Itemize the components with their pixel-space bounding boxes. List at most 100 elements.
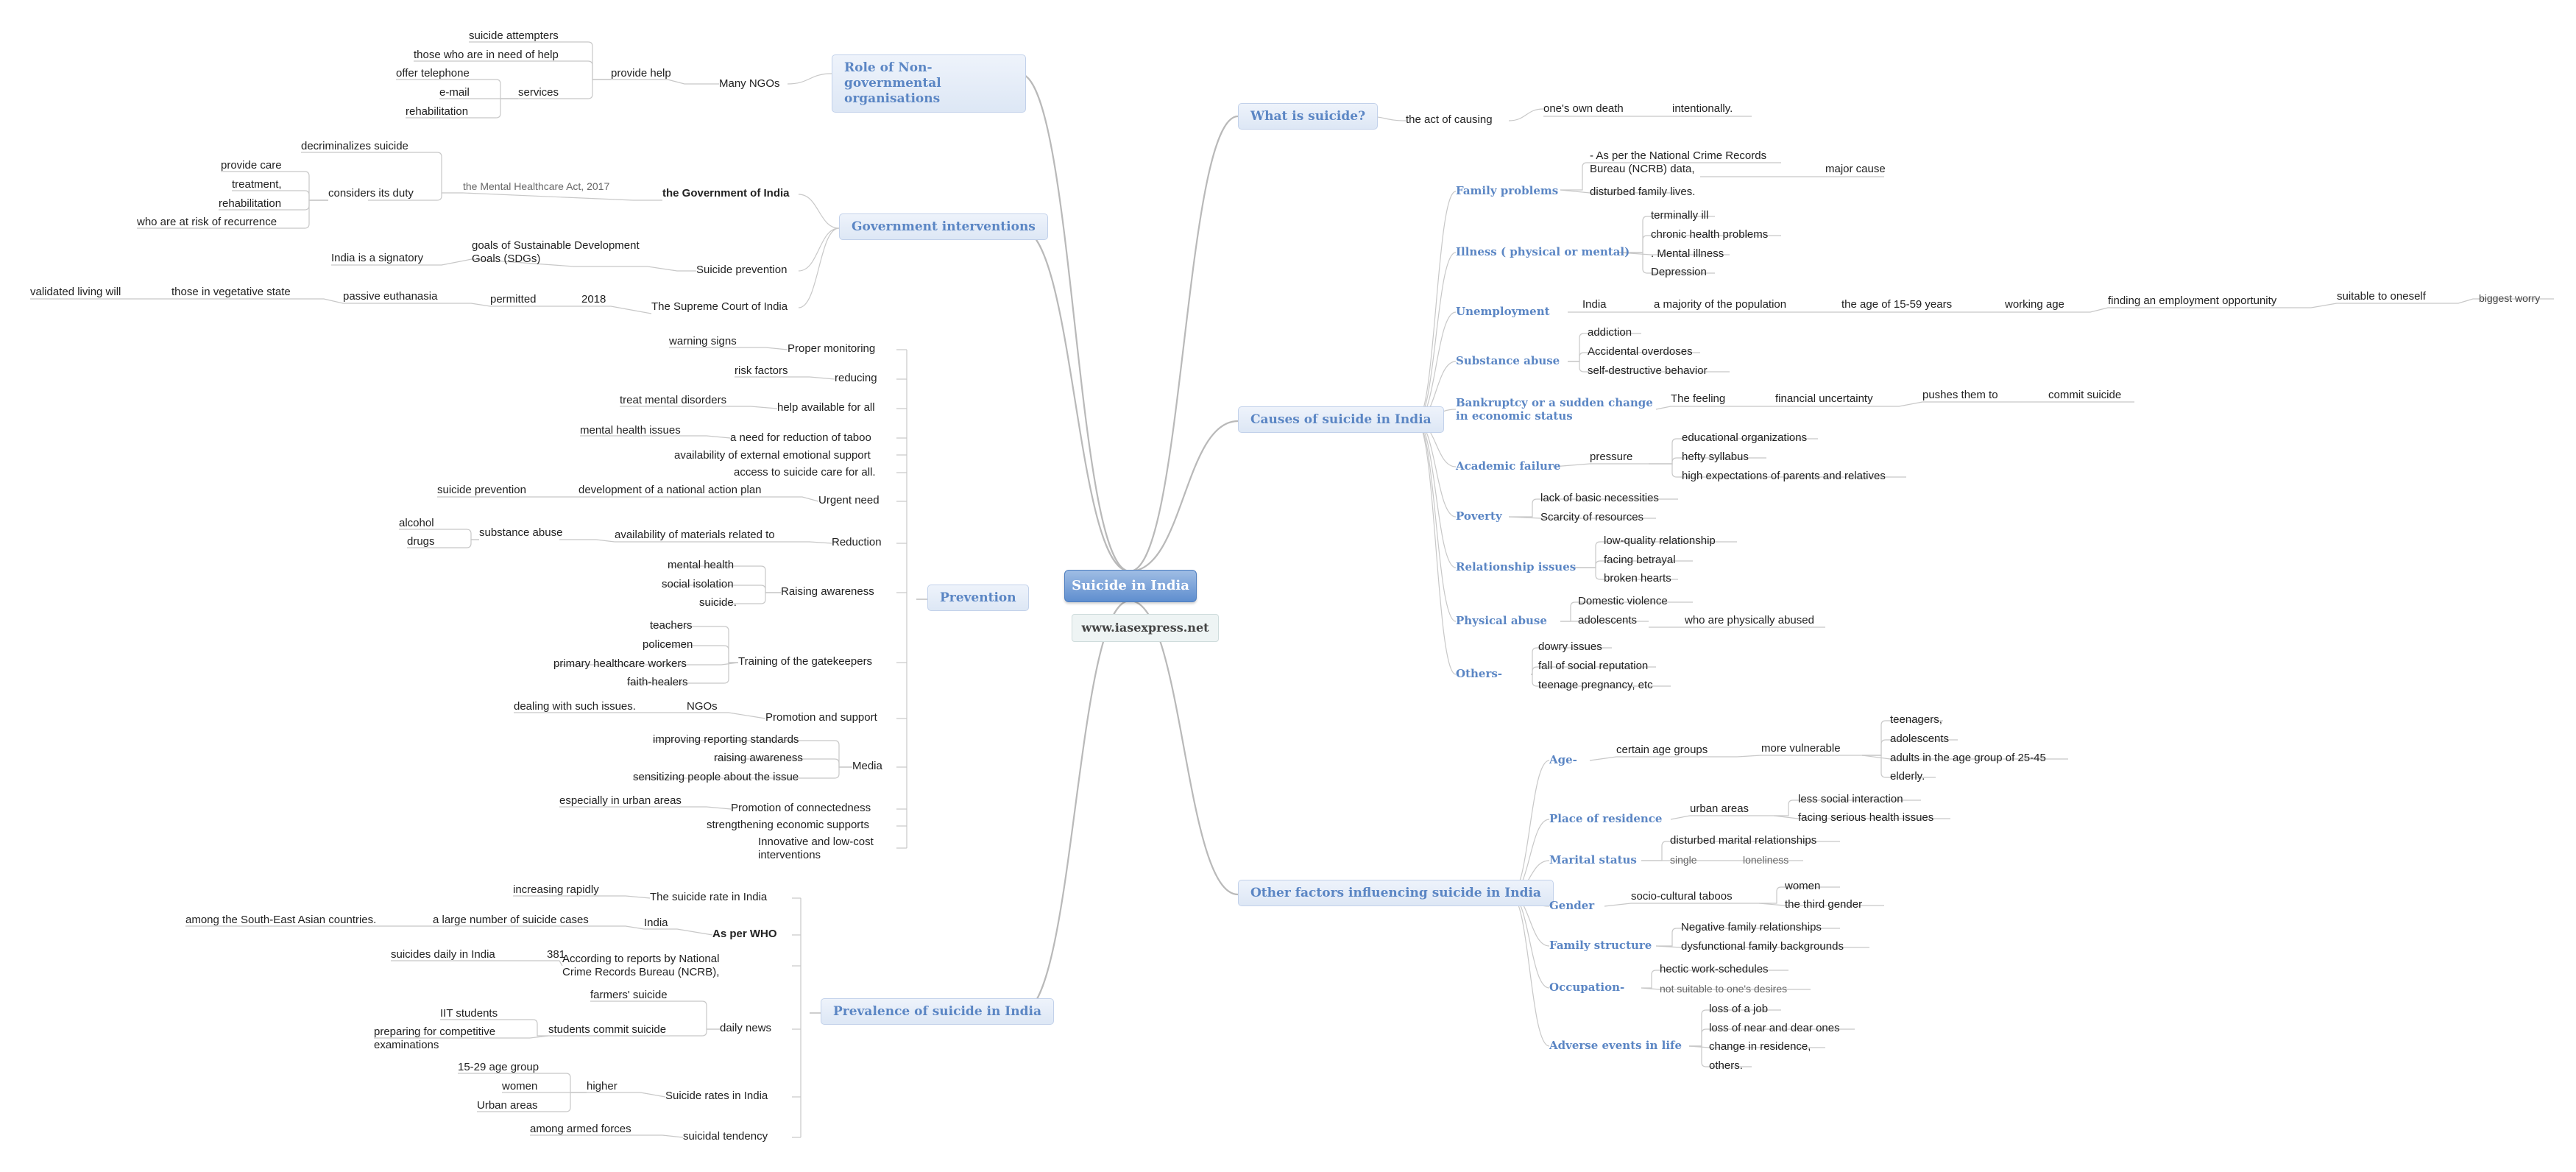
node[interactable]: examinations: [374, 1039, 439, 1051]
topic-what-is-suicide[interactable]: What is suicide?: [1238, 103, 1379, 130]
node[interactable]: pressure: [1590, 451, 1633, 463]
central-topic[interactable]: Suicide in India: [1064, 570, 1197, 602]
node[interactable]: higher: [587, 1080, 618, 1092]
node[interactable]: biggest worry: [2479, 292, 2541, 304]
node[interactable]: social isolation: [662, 578, 734, 590]
node[interactable]: mental health: [668, 559, 735, 571]
node[interactable]: low-quality relationship: [1604, 534, 1716, 547]
node[interactable]: validated living will: [30, 286, 121, 298]
node[interactable]: IIT students: [440, 1007, 498, 1020]
node[interactable]: dealing with such issues.: [514, 700, 636, 713]
node[interactable]: self-destructive behavior: [1588, 364, 1708, 377]
node[interactable]: Reduction: [832, 536, 882, 548]
node[interactable]: among the South-East Asian countries.: [185, 914, 377, 926]
node[interactable]: facing betrayal: [1604, 554, 1676, 566]
node[interactable]: services: [518, 86, 559, 99]
node[interactable]: socio-cultural taboos: [1631, 890, 1733, 903]
node[interactable]: availability of external emotional suppo…: [674, 449, 871, 462]
node[interactable]: farmers' suicide: [590, 989, 668, 1001]
node[interactable]: The Supreme Court of India: [651, 300, 788, 313]
node[interactable]: the Mental Healthcare Act, 2017: [463, 180, 610, 192]
node[interactable]: Academic failure: [1456, 459, 1561, 473]
node[interactable]: Others-: [1456, 667, 1503, 680]
node[interactable]: faith-healers: [627, 676, 688, 688]
node[interactable]: India: [1582, 298, 1607, 311]
node[interactable]: NGOs: [687, 700, 718, 713]
node[interactable]: Urgent need: [818, 494, 880, 506]
node[interactable]: e-mail: [439, 86, 470, 99]
node[interactable]: change in residence,: [1709, 1040, 1811, 1053]
node[interactable]: Family structure: [1549, 939, 1652, 952]
node[interactable]: teenagers,: [1890, 713, 1942, 726]
node[interactable]: major cause: [1825, 163, 1886, 175]
node[interactable]: adults in the age group of 25-45: [1890, 752, 2046, 764]
node[interactable]: suicide attempters: [469, 29, 559, 42]
node[interactable]: primary healthcare workers: [553, 657, 687, 670]
node[interactable]: teachers: [650, 619, 693, 632]
node[interactable]: urban areas: [1690, 802, 1749, 815]
node[interactable]: goals of Sustainable Development: [472, 239, 640, 252]
node[interactable]: preparing for competitive: [374, 1026, 496, 1038]
node[interactable]: the third gender: [1785, 898, 1863, 911]
node[interactable]: Depression: [1651, 266, 1707, 278]
node[interactable]: provide care: [221, 159, 282, 172]
node[interactable]: women: [502, 1080, 538, 1092]
node[interactable]: the Government of India: [662, 187, 790, 200]
node[interactable]: Urban areas: [477, 1099, 538, 1112]
node[interactable]: Adverse events in life: [1549, 1039, 1682, 1052]
node[interactable]: Many NGOs: [719, 77, 780, 90]
node[interactable]: high expectations of parents and relativ…: [1682, 470, 1886, 482]
node[interactable]: those who are in need of help: [414, 49, 559, 61]
node[interactable]: Gender: [1549, 899, 1595, 912]
node[interactable]: permitted: [490, 293, 537, 306]
node[interactable]: broken hearts: [1604, 572, 1671, 585]
node[interactable]: rehabilitation: [406, 105, 469, 118]
node[interactable]: help available for all: [777, 401, 875, 414]
node[interactable]: Place of residence: [1549, 812, 1663, 825]
node[interactable]: access to suicide care for all.: [734, 466, 876, 479]
node[interactable]: terminally ill: [1651, 209, 1709, 222]
node[interactable]: Crime Records Bureau (NCRB),: [562, 966, 720, 978]
node[interactable]: policemen: [643, 638, 693, 651]
node[interactable]: a large number of suicide cases: [433, 914, 589, 926]
node[interactable]: alcohol: [399, 517, 434, 529]
node[interactable]: Promotion and support: [765, 711, 877, 724]
node[interactable]: Suicide rates in India: [665, 1090, 768, 1102]
node[interactable]: Accidental overdoses: [1588, 345, 1693, 358]
node[interactable]: one's own death: [1543, 102, 1624, 115]
node[interactable]: teenage pregnancy, etc: [1538, 679, 1653, 691]
node[interactable]: adolescents: [1578, 614, 1638, 626]
node[interactable]: Physical abuse: [1456, 614, 1547, 627]
node[interactable]: lack of basic necessities: [1540, 492, 1659, 504]
node[interactable]: working age: [2005, 298, 2064, 311]
node[interactable]: addiction: [1588, 326, 1632, 339]
node[interactable]: Bankruptcy or a sudden change: [1456, 396, 1653, 409]
node[interactable]: development of a national action plan: [578, 484, 762, 496]
node[interactable]: risk factors: [735, 364, 788, 377]
node[interactable]: offer telephone: [396, 67, 470, 80]
node[interactable]: Promotion of connectedness: [731, 802, 871, 814]
node[interactable]: Domestic violence: [1578, 595, 1668, 607]
node[interactable]: substance abuse: [479, 526, 563, 539]
node[interactable]: chronic health problems: [1651, 228, 1769, 241]
node[interactable]: Scarcity of resources: [1540, 511, 1644, 523]
node[interactable]: passive euthanasia: [343, 290, 438, 303]
node[interactable]: Poverty: [1456, 509, 1502, 523]
node[interactable]: suicide prevention: [437, 484, 526, 496]
node[interactable]: . Mental illness: [1651, 247, 1724, 260]
node[interactable]: mental health issues: [580, 424, 681, 437]
node[interactable]: women: [1785, 880, 1821, 892]
node[interactable]: single: [1670, 854, 1697, 866]
node[interactable]: reducing: [835, 372, 877, 384]
node[interactable]: suicide.: [699, 596, 737, 609]
node[interactable]: Relationship issues: [1456, 560, 1577, 573]
topic-prevention[interactable]: Prevention: [927, 585, 1029, 611]
node[interactable]: raising awareness: [714, 752, 803, 764]
node[interactable]: interventions: [758, 849, 821, 861]
node[interactable]: treat mental disorders: [620, 394, 727, 406]
node[interactable]: considers its duty: [328, 187, 414, 200]
node[interactable]: India: [644, 917, 668, 929]
node[interactable]: The suicide rate in India: [650, 891, 768, 903]
node[interactable]: others.: [1709, 1059, 1743, 1072]
node[interactable]: India is a signatory: [331, 252, 424, 264]
